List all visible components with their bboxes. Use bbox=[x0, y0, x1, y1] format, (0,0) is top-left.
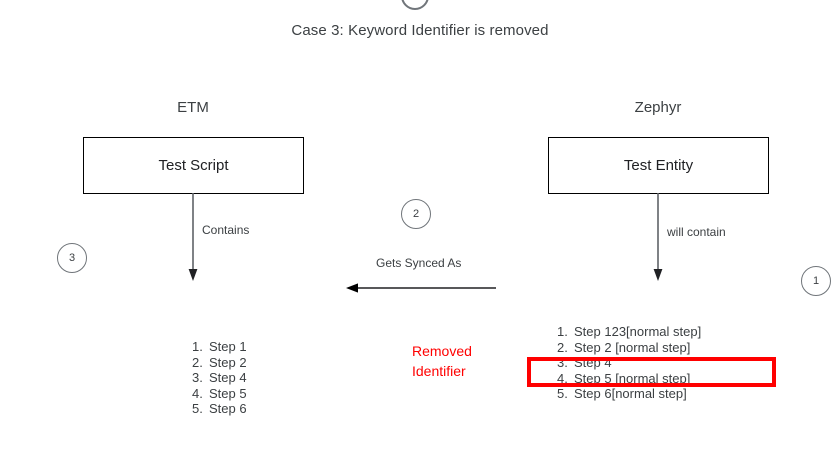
list-item-number: 3. bbox=[557, 355, 568, 371]
list-item-text: Step 5 bbox=[209, 385, 247, 401]
annotation-line-2: Identifier bbox=[412, 363, 466, 379]
list-item-number: 4. bbox=[557, 370, 568, 386]
list-item-text: Step 1 bbox=[209, 339, 247, 354]
column-heading-etm: ETM bbox=[177, 99, 209, 116]
list-item-number: 2. bbox=[192, 354, 203, 370]
node-test-entity: Test Entity bbox=[548, 137, 769, 194]
edge-label-will-contain: will contain bbox=[667, 225, 726, 239]
arrow-contains-icon bbox=[188, 193, 198, 281]
list-item-number: 5. bbox=[557, 386, 568, 402]
list-item-number: 3. bbox=[192, 370, 203, 386]
node-test-script-label: Test Script bbox=[158, 157, 229, 174]
marker-circle-1-label: 1 bbox=[812, 275, 820, 287]
node-test-script: Test Script bbox=[83, 137, 304, 194]
list-item-number: 4. bbox=[192, 385, 203, 401]
step-list-etm: 1. Step 1 2. Step 2 3. Step 4 4. Step 5 5. St… bbox=[192, 339, 247, 417]
list-item: 3. Step 4 bbox=[192, 370, 247, 386]
list-item-text: Step 2 bbox=[209, 354, 247, 370]
marker-circle-2: 2 bbox=[401, 199, 431, 229]
list-item-text: Step 2 [normal step] bbox=[574, 339, 691, 355]
list-item-number: 2. bbox=[557, 339, 568, 355]
marker-circle-3-label: 3 bbox=[68, 252, 76, 264]
step-list-zephyr: 1. Step 123[normal step] 2. Step 2 [normal… bbox=[557, 324, 701, 402]
marker-circle-1: 1 bbox=[801, 266, 831, 296]
list-item: 5. Step 6[normal step] bbox=[557, 386, 701, 402]
edge-label-contains: Contains bbox=[202, 223, 250, 237]
list-item: 1. Step 123[normal step] bbox=[557, 324, 701, 340]
list-item-number: 1. bbox=[192, 339, 203, 354]
marker-circle-cutoff-icon bbox=[401, 0, 429, 10]
list-item-number: 1. bbox=[557, 324, 568, 339]
list-item: 4. Step 5 bbox=[192, 386, 247, 402]
page-title: Case 3: Keyword Identifier is removed bbox=[291, 22, 549, 39]
annotation-line-1: Removed bbox=[412, 343, 472, 359]
node-test-entity-label: Test Entity bbox=[623, 157, 694, 174]
arrow-gets-synced-as-icon bbox=[346, 283, 496, 293]
column-heading-zephyr: Zephyr bbox=[634, 99, 682, 116]
list-item-number: 5. bbox=[192, 401, 203, 417]
list-item-text: Step 123[normal step] bbox=[574, 324, 702, 339]
list-item-text: Step 6[normal step] bbox=[574, 386, 687, 402]
list-item: 2. Step 2 bbox=[192, 355, 247, 371]
list-item: 4. Step 5 [normal step] bbox=[557, 371, 701, 387]
arrow-will-contain-icon bbox=[653, 193, 663, 281]
list-item: 1. Step 1 bbox=[192, 339, 247, 355]
marker-circle-2-label: 2 bbox=[412, 208, 420, 220]
edge-label-gets-synced-as: Gets Synced As bbox=[376, 256, 462, 270]
annotation-removed-identifier: Removed Identifier bbox=[412, 341, 472, 381]
list-item: 2. Step 2 [normal step] bbox=[557, 340, 701, 356]
highlight-box-step-4 bbox=[527, 357, 776, 387]
list-item-text: Step 6 bbox=[209, 401, 247, 417]
marker-circle-3: 3 bbox=[57, 243, 87, 273]
list-item: 5. Step 6 bbox=[192, 401, 247, 417]
list-item-text: Step 4 bbox=[209, 370, 247, 386]
list-item-text: Step 5 [normal step] bbox=[574, 370, 691, 386]
